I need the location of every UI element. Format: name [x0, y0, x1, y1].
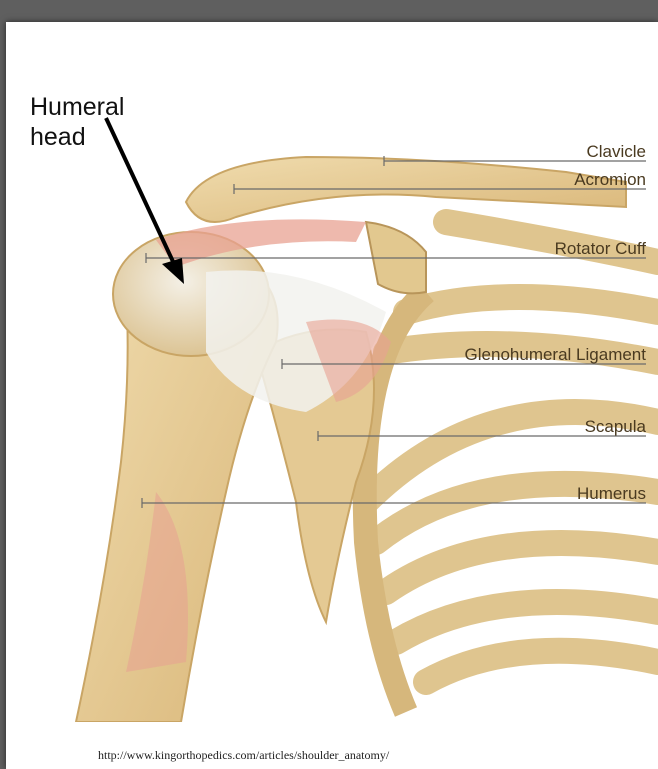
slide-page: Clavicle Acromion Rotator Cuff Glenohume… [6, 22, 658, 769]
humeral-head-callout: Humeral head [30, 92, 124, 152]
rotator-cuff-muscle [156, 219, 366, 267]
callout-line-1: Humeral [30, 92, 124, 122]
label-humerus: Humerus [577, 484, 646, 503]
source-url: http://www.kingorthopedics.com/articles/… [98, 748, 389, 763]
label-clavicle: Clavicle [586, 142, 646, 161]
label-acromion: Acromion [574, 170, 646, 189]
label-glenohumeral-ligament: Glenohumeral Ligament [465, 345, 647, 364]
label-scapula: Scapula [585, 417, 647, 436]
label-rotator-cuff: Rotator Cuff [555, 239, 647, 258]
callout-line-2: head [30, 122, 124, 152]
